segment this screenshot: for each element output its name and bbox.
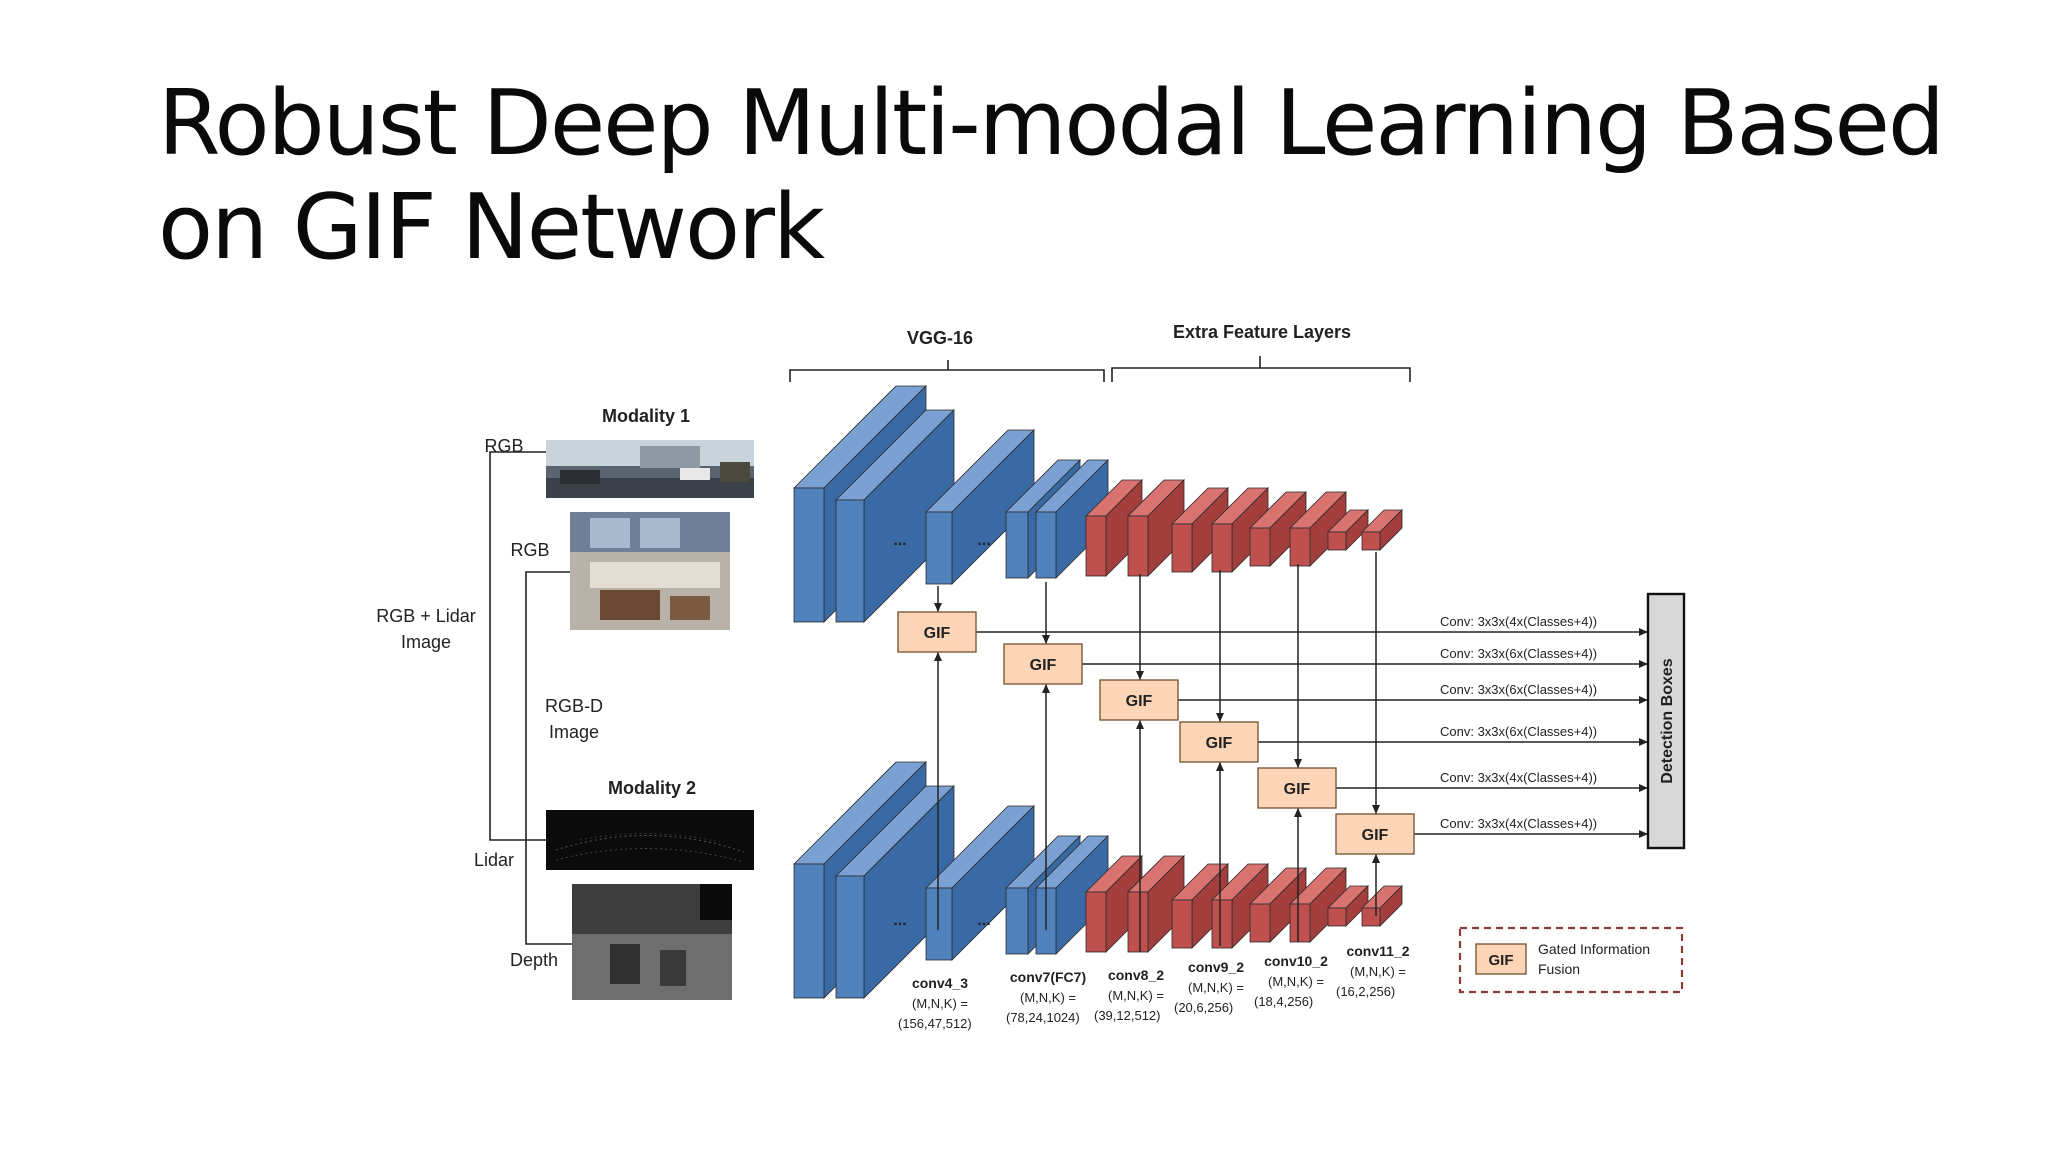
rgbd-connector (525, 571, 572, 945)
top-stream-extra-block-2 (1127, 479, 1185, 577)
lidar-image (546, 810, 754, 870)
legend: GIF Gated Information Fusion (1458, 926, 1684, 994)
rgb-mid-label: RGB (510, 540, 549, 560)
bottom-stream-extra-block-1 (1085, 855, 1143, 953)
fusion-links (934, 552, 1648, 952)
feature-blocks (793, 385, 1403, 999)
ellipsis-bottom-1: ... (893, 912, 906, 929)
layer-label-4: conv9_2 (M,N,K) = (20,6,256) (1174, 959, 1244, 1015)
layer-mnk-value: (156,47,512) (898, 1016, 972, 1031)
layer-name: conv4_3 (912, 975, 968, 991)
conv-output-label-5: Conv: 3x3x(4x(Classes+4)) (1440, 770, 1597, 785)
legend-text-line2: Fusion (1538, 961, 1580, 977)
top-stream-extra-block-5 (1249, 491, 1307, 567)
legend-gif-box: GIF (1489, 952, 1514, 969)
layer-mnk-label: (M,N,K) = (1188, 980, 1244, 995)
modality1-label: Modality 1 (602, 406, 690, 426)
top-stream-extra-block-7 (1327, 509, 1369, 551)
gif-box-label: GIF (1284, 781, 1311, 798)
layer-label-6: conv11_2 (M,N,K) = (16,2,256) (1336, 943, 1410, 999)
gif-box-label: GIF (1030, 657, 1057, 674)
rgbd-label-line2: Image (549, 722, 599, 742)
gif-box-label: GIF (1206, 735, 1233, 752)
gif-box-label: GIF (1126, 693, 1153, 710)
rgb-lidar-connector (489, 451, 546, 841)
bottom-stream-extra-block-6 (1289, 867, 1347, 943)
rgb-lidar-label-line2: Image (401, 632, 451, 652)
lidar-label: Lidar (474, 850, 514, 870)
gif-box-6: GIF (1335, 813, 1415, 855)
ellipsis-top-1: ... (893, 532, 906, 549)
depth-label: Depth (510, 950, 558, 970)
gif-boxes: GIF GIF GIF GIF GIF GIF (897, 611, 1415, 855)
layer-mnk-value: (78,24,1024) (1006, 1010, 1080, 1025)
layer-label-3: conv8_2 (M,N,K) = (39,12,512) (1094, 967, 1164, 1023)
layer-name: conv8_2 (1108, 967, 1164, 983)
slide-title-line2: on GIF Network (158, 175, 825, 280)
detection-boxes-label: Detection Boxes (1659, 658, 1676, 783)
layer-mnk-label: (M,N,K) = (1020, 990, 1076, 1005)
rgb-lidar-label-line1: RGB + Lidar (376, 606, 476, 626)
layer-mnk-value: (39,12,512) (1094, 1008, 1161, 1023)
top-stream-vgg-block-3 (925, 429, 1035, 585)
gif-box-label: GIF (1362, 827, 1389, 844)
rgb-top-label: RGB (484, 436, 523, 456)
bottom-stream-extra-block-2 (1127, 855, 1185, 953)
detection-boxes-block: Detection Boxes (1646, 592, 1686, 850)
slide-title: Robust Deep Multi-modal Learning Based o… (158, 72, 1958, 280)
slide-title-line1: Robust Deep Multi-modal Learning Based (158, 71, 1945, 176)
vgg-label: VGG-16 (907, 328, 973, 348)
gif-box-5: GIF (1257, 767, 1337, 809)
conv-output-label-1: Conv: 3x3x(4x(Classes+4)) (1440, 614, 1597, 629)
layer-label-2: conv7(FC7) (M,N,K) = (78,24,1024) (1006, 969, 1086, 1025)
rgbd-label-line1: RGB-D (545, 696, 603, 716)
layer-name: conv7(FC7) (1010, 969, 1086, 985)
modality2-label: Modality 2 (608, 778, 696, 798)
bottom-stream-extra-block-3 (1171, 863, 1229, 949)
conv-output-label-6: Conv: 3x3x(4x(Classes+4)) (1440, 816, 1597, 831)
vgg-bracket (789, 360, 1105, 382)
conv-output-label-4: Conv: 3x3x(6x(Classes+4)) (1440, 724, 1597, 739)
extra-bracket (1111, 356, 1411, 382)
layer-mnk-value: (20,6,256) (1174, 1000, 1233, 1015)
conv-output-label-3: Conv: 3x3x(6x(Classes+4)) (1440, 682, 1597, 697)
extra-layers-label: Extra Feature Layers (1173, 322, 1351, 342)
conv-output-labels: Conv: 3x3x(4x(Classes+4)) Conv: 3x3x(6x(C… (1440, 614, 1597, 831)
layer-mnk-value: (16,2,256) (1336, 984, 1395, 999)
layer-mnk-label: (M,N,K) = (912, 996, 968, 1011)
layer-name: conv10_2 (1264, 953, 1328, 969)
gif-box-3: GIF (1099, 679, 1179, 721)
gif-box-label: GIF (924, 625, 951, 642)
layer-labels: conv4_3 (M,N,K) = (156,47,512) conv7(FC7) (M… (898, 943, 1410, 1031)
legend-text-line1: Gated Information (1538, 941, 1650, 957)
conv-output-label-2: Conv: 3x3x(6x(Classes+4)) (1440, 646, 1597, 661)
layer-name: conv9_2 (1188, 959, 1244, 975)
layer-label-5: conv10_2 (M,N,K) = (18,4,256) (1254, 953, 1328, 1009)
rgb-indoor-image (570, 512, 730, 630)
gif-box-2: GIF (1003, 643, 1083, 685)
ellipsis-top-2: ... (977, 532, 990, 549)
layer-label-1: conv4_3 (M,N,K) = (156,47,512) (898, 975, 972, 1031)
depth-image (572, 884, 732, 1000)
gif-box-1: GIF (897, 611, 977, 653)
top-stream-vgg-block-2 (835, 409, 955, 623)
bottom-stream-extra-block-4 (1211, 863, 1269, 949)
top-stream-extra-block-3 (1171, 487, 1229, 573)
layer-mnk-value: (18,4,256) (1254, 994, 1313, 1009)
layer-name: conv11_2 (1346, 943, 1409, 959)
top-stream-extra-block-8 (1361, 509, 1403, 551)
gif-box-4: GIF (1179, 721, 1259, 763)
layer-mnk-label: (M,N,K) = (1108, 988, 1164, 1003)
layer-mnk-label: (M,N,K) = (1268, 974, 1324, 989)
layer-mnk-label: (M,N,K) = (1350, 964, 1406, 979)
bottom-stream-extra-block-5 (1249, 867, 1307, 943)
ellipsis-bottom-2: ... (977, 912, 990, 929)
rgb-street-image (546, 440, 754, 498)
